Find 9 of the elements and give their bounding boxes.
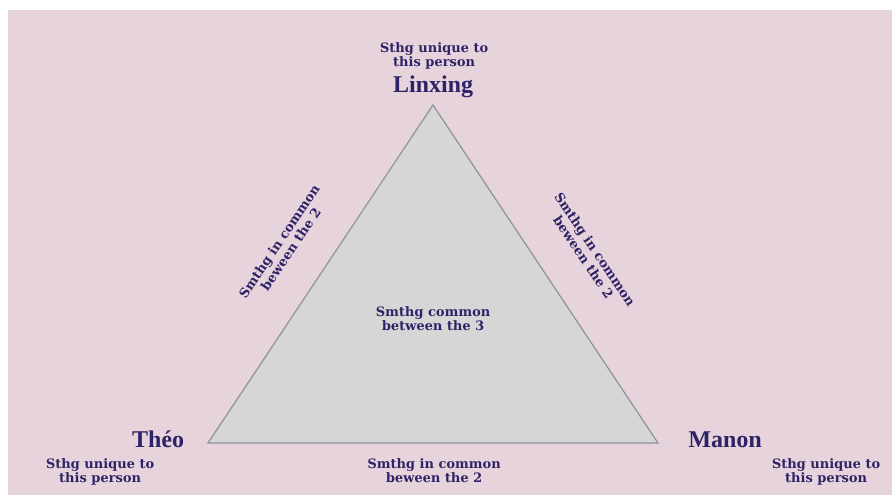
side-label: Smthg in common beween the 2 bbox=[366, 458, 502, 486]
person-name: Théo bbox=[130, 428, 185, 454]
triangle-shape bbox=[206, 104, 660, 444]
person-name: Manon bbox=[687, 428, 763, 454]
person-name: Linxing bbox=[392, 73, 474, 98]
person-note: Sthg unique to this person bbox=[44, 458, 156, 486]
center-label: Smthg common between the 3 bbox=[374, 306, 492, 334]
person-note: Sthg unique to this person bbox=[378, 42, 490, 70]
person-note: Sthg unique to this person bbox=[770, 458, 882, 486]
